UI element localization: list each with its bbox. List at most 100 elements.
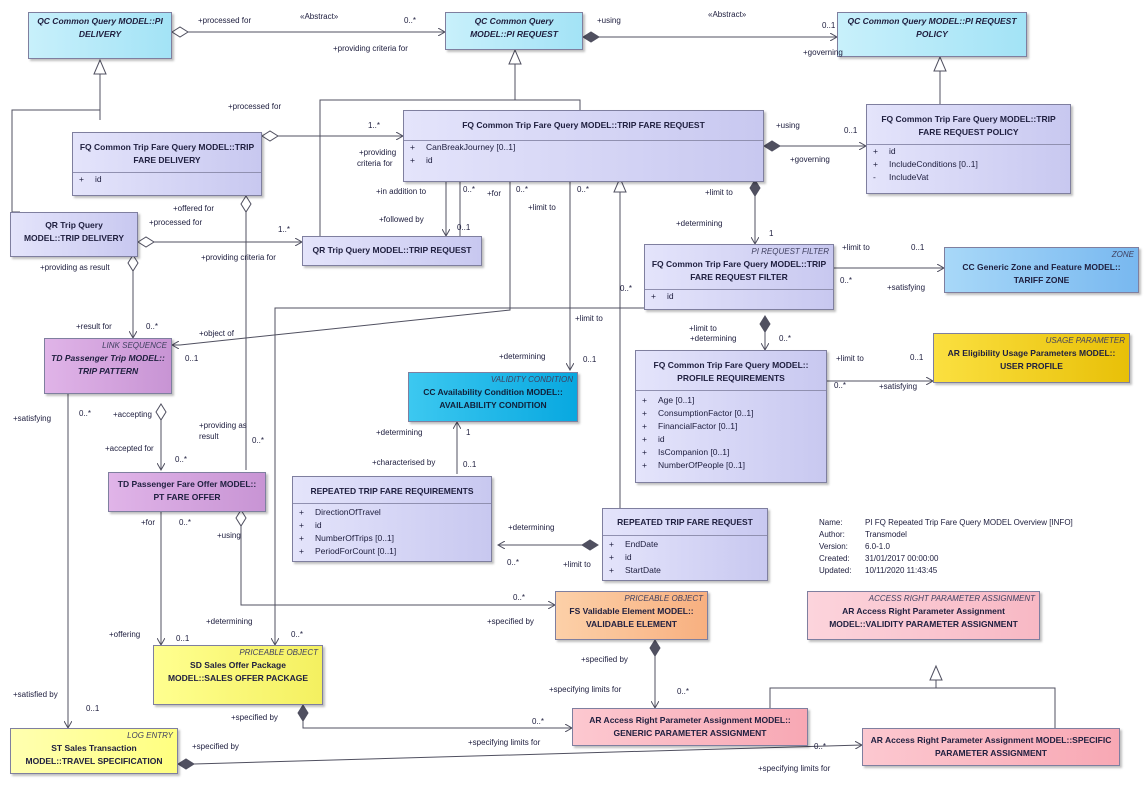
box-sales-offer-package[interactable]: PRICEABLE OBJECT SD Sales Offer Package … [153, 645, 323, 705]
box-repeated-trip-fare-requirements[interactable]: REPEATED TRIP FARE REQUIREMENTS +Directi… [292, 476, 492, 562]
box-fq-trip-fare-request[interactable]: FQ Common Trip Fare Query MODEL::TRIP FA… [403, 110, 764, 182]
box-title: FQ Common Trip Fare Query MODEL::TRIP FA… [79, 142, 255, 165]
role-label: +in addition to [376, 187, 427, 196]
role-label: +processed for [149, 218, 203, 227]
attr-row: +id [873, 146, 896, 156]
role-label: +processed for [228, 102, 282, 111]
info-row-author: Author:Transmodel [819, 530, 907, 539]
box-fq-trip-fare-delivery[interactable]: FQ Common Trip Fare Query MODEL::TRIP FA… [72, 132, 262, 196]
role-label: +processed for [198, 16, 252, 25]
role-label: +limit to [528, 203, 556, 212]
box-validity-parameter-assignment[interactable]: ACCESS RIGHT PARAMETER ASSIGNMENT AR Acc… [807, 591, 1040, 640]
box-stereotype: ACCESS RIGHT PARAMETER ASSIGNMENT [868, 594, 1035, 603]
role-label: +governing [790, 155, 830, 164]
box-title: TD Passenger Fare Offer MODEL:: PT FARE … [117, 479, 257, 502]
info-row-version: Version:6.0-1.0 [819, 542, 890, 551]
multiplicity-label: 0..1 [911, 243, 925, 252]
multiplicity-label: 0..1 [457, 223, 471, 232]
box-generic-parameter-assignment[interactable]: AR Access Right Parameter Assignment MOD… [572, 708, 808, 746]
attr-row: +IncludeConditions [0..1] [873, 159, 978, 169]
multiplicity-label: 0..1 [463, 460, 477, 469]
role-label: +satisfying [887, 283, 926, 292]
box-travel-specification[interactable]: LOG ENTRY ST Sales Transaction MODEL::TR… [10, 728, 178, 774]
box-qr-trip-delivery[interactable]: QR Trip Query MODEL::TRIP DELIVERY [10, 212, 138, 257]
role-label: +limit to [563, 560, 591, 569]
box-title: TD Passenger Trip MODEL:: TRIP PATTERN [51, 353, 165, 376]
box-title: CC Availability Condition MODEL:: AVAILA… [423, 387, 563, 410]
role-label: +object of [199, 329, 234, 338]
attr-separator [645, 289, 833, 290]
box-user-profile[interactable]: USAGE PARAMETER AR Eligibility Usage Par… [933, 333, 1130, 383]
attr-row: +IsCompanion [0..1] [642, 447, 730, 457]
role-label: +specifying limits for [549, 685, 622, 694]
box-availability-condition[interactable]: VALIDITY CONDITION CC Availability Condi… [408, 372, 578, 422]
box-stereotype: LOG ENTRY [127, 731, 173, 740]
role-label: +specifying limits for [758, 764, 831, 773]
box-tariff-zone[interactable]: ZONE CC Generic Zone and Feature MODEL::… [944, 247, 1139, 293]
multiplicity-label: 1 [769, 229, 774, 238]
multiplicity-label: 0..* [513, 593, 526, 602]
box-qc-request-policy[interactable]: QC Common Query MODEL::PI REQUEST POLICY [837, 12, 1027, 57]
box-stereotype: LINK SEQUENCE [102, 341, 167, 350]
box-stereotype: PRICEABLE OBJECT [624, 594, 703, 603]
multiplicity-label: 0..* [620, 284, 633, 293]
box-qr-trip-request[interactable]: QR Trip Query MODEL::TRIP REQUEST [302, 236, 482, 266]
multiplicity-label: 0..* [834, 381, 847, 390]
box-trip-pattern[interactable]: LINK SEQUENCE TD Passenger Trip MODEL:: … [44, 338, 172, 394]
attr-separator [636, 390, 826, 391]
box-fq-trip-fare-request-filter[interactable]: PI REQUEST FILTER FQ Common Trip Fare Qu… [644, 244, 834, 310]
box-title: SD Sales Offer Package MODEL::SALES OFFE… [167, 660, 309, 683]
role-label: +providing criteria for [333, 44, 408, 53]
multiplicity-label: 0..1 [185, 354, 199, 363]
box-stereotype: ZONE [1111, 250, 1134, 259]
multiplicity-label: 1..* [368, 121, 381, 130]
box-title: FQ Common Trip Fare Query MODEL::TRIP FA… [651, 259, 827, 282]
role-label: +characterised by [372, 458, 436, 467]
role-label: +offering [109, 630, 141, 639]
attr-row: +StartDate [609, 565, 661, 575]
role-label: +determining [690, 334, 737, 343]
attr-row: +id [299, 520, 322, 530]
role-label: +for [487, 189, 502, 198]
role-label: +satisfying [13, 414, 52, 423]
info-row-name: Name:PI FQ Repeated Trip Fare Query MODE… [819, 518, 1073, 527]
multiplicity-label: 0..1 [176, 634, 190, 643]
multiplicity-label: 0..* [291, 630, 304, 639]
attr-separator [404, 140, 763, 141]
box-title: ST Sales Transaction MODEL::TRAVEL SPECI… [25, 743, 163, 766]
box-title: QC Common Query MODEL::PI DELIVERY [37, 16, 163, 39]
multiplicity-label: 0..* [175, 455, 188, 464]
attr-row: +Age [0..1] [642, 395, 695, 405]
role-label: +for [141, 518, 156, 527]
box-profile-requirements[interactable]: FQ Common Trip Fare Query MODEL:: PROFIL… [635, 350, 827, 483]
multiplicity-label: 0..* [779, 334, 792, 343]
box-title: CC Generic Zone and Feature MODEL:: TARI… [962, 262, 1121, 285]
box-pt-fare-offer[interactable]: TD Passenger Fare Offer MODEL:: PT FARE … [108, 472, 266, 512]
box-fq-trip-fare-request-policy[interactable]: FQ Common Trip Fare Query MODEL::TRIP FA… [866, 104, 1071, 194]
box-title: REPEATED TRIP FARE REQUIREMENTS [310, 486, 474, 496]
box-qc-delivery[interactable]: QC Common Query MODEL::PI DELIVERY [28, 12, 172, 59]
attr-row: +NumberOfTrips [0..1] [299, 533, 395, 543]
box-specific-parameter-assignment[interactable]: AR Access Right Parameter Assignment MOD… [862, 728, 1120, 766]
box-title: QC Common Query MODEL::PI REQUEST POLICY [847, 16, 1017, 39]
role-label: +accepted for [105, 444, 154, 453]
multiplicity-label: 0..* [463, 185, 476, 194]
box-validable-element[interactable]: PRICEABLE OBJECT FS Validable Element MO… [555, 591, 708, 640]
role-label: +providing [359, 148, 397, 157]
multiplicity-label: 0..* [179, 518, 192, 527]
attr-row: -IncludeVat [873, 172, 929, 182]
attr-row: +CanBreakJourney [0..1] [410, 142, 516, 152]
role-label: +using [597, 16, 621, 25]
multiplicity-label: 0..* [146, 322, 159, 331]
role-label: +providing criteria for [201, 253, 276, 262]
box-repeated-trip-fare-request[interactable]: REPEATED TRIP FARE REQUEST +EndDate +id … [602, 508, 768, 581]
multiplicity-label: 1 [466, 428, 471, 437]
multiplicity-label: 1..* [278, 225, 291, 234]
box-title: FQ Common Trip Fare Query MODEL::TRIP FA… [881, 114, 1056, 137]
multiplicity-label: 0..1 [844, 126, 858, 135]
multiplicity-label: 0..* [814, 742, 827, 751]
attr-separator [867, 144, 1070, 145]
box-qc-request[interactable]: QC Common Query MODEL::PI REQUEST [445, 12, 583, 50]
